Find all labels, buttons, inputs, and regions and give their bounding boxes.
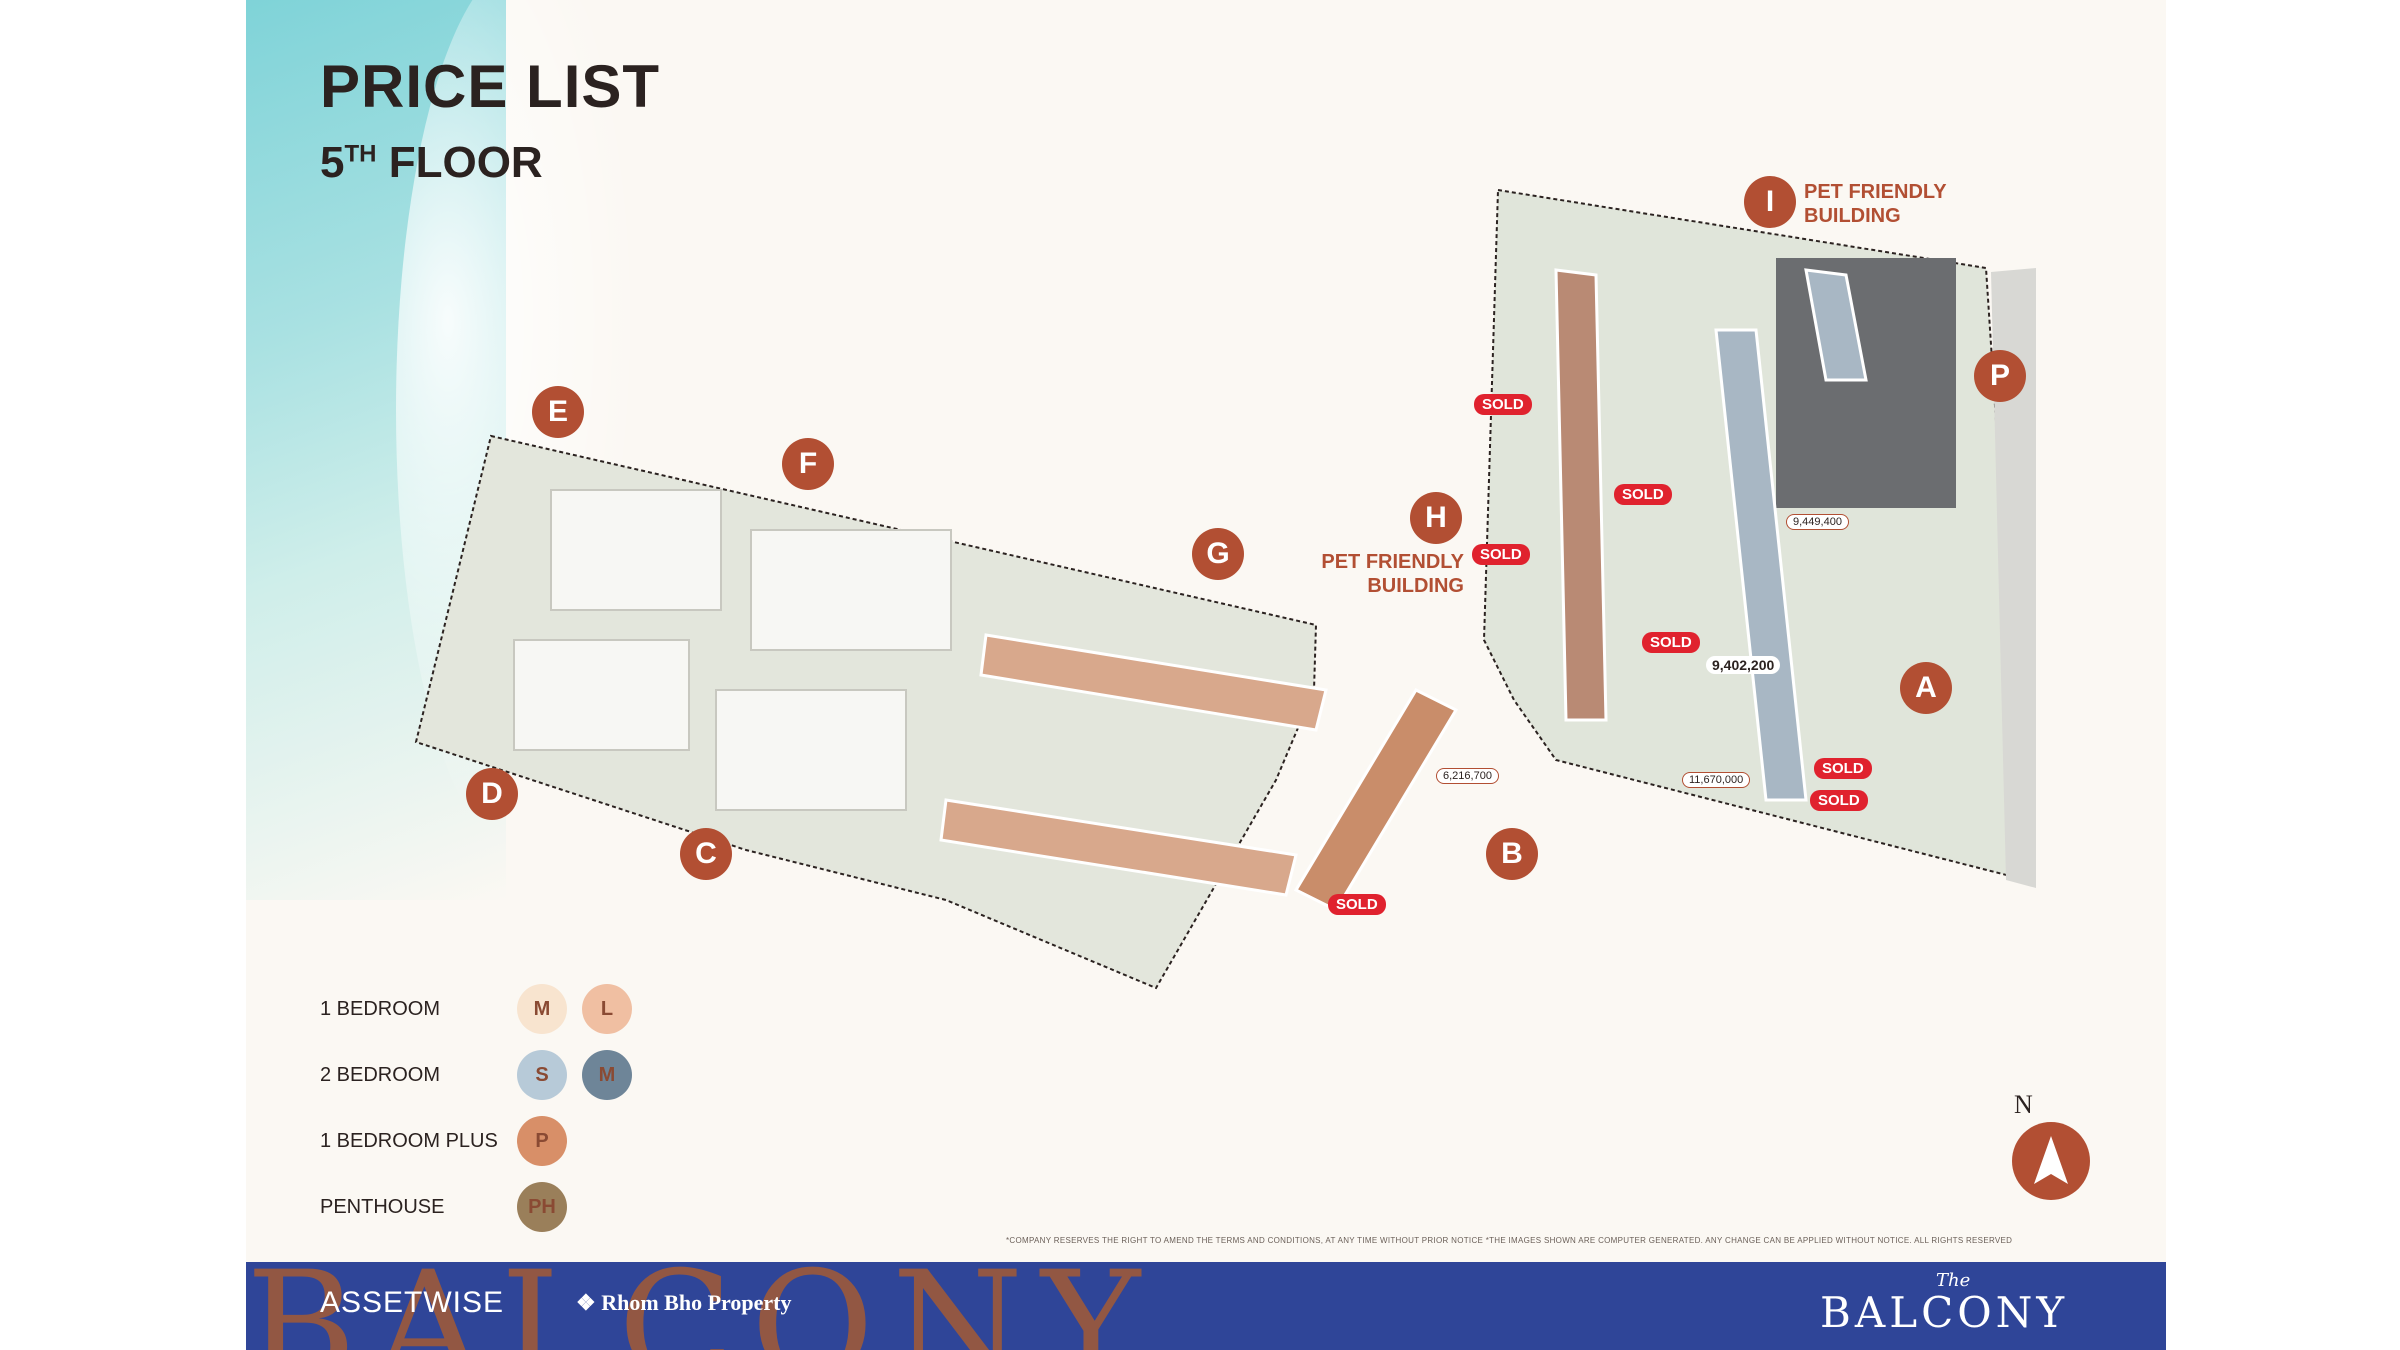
building-pin-d[interactable]: D bbox=[466, 768, 518, 820]
rhombho-diamond-icon: ❖ bbox=[576, 1290, 602, 1315]
price-tag: 9,449,400 bbox=[1786, 514, 1849, 530]
site-plan bbox=[414, 188, 2036, 990]
disclaimer-footnote: *COMPANY RESERVES THE RIGHT TO AMEND THE… bbox=[1006, 1236, 2013, 1245]
rhombho-logo: ❖ Rhom Bho Property bbox=[576, 1290, 792, 1315]
poster: PRICE LIST 5TH FLOOR bbox=[246, 0, 2166, 1350]
building-pin-e[interactable]: E bbox=[532, 386, 584, 438]
floor-title: 5TH FLOOR bbox=[320, 138, 543, 187]
brand-the: The bbox=[1936, 1270, 1971, 1291]
building-a-wing bbox=[1714, 268, 1868, 802]
building-i-label: PET FRIENDLY BUILDING bbox=[1804, 181, 1947, 227]
building-g-wings bbox=[939, 633, 1328, 897]
building-pin-c[interactable]: C bbox=[680, 828, 732, 880]
building-pin-a[interactable]: A bbox=[1900, 662, 1952, 714]
sold-tag: SOLD bbox=[1810, 790, 1868, 811]
sold-tag: SOLD bbox=[1614, 484, 1672, 505]
legend-1-bedroom: 1 BEDROOM bbox=[320, 998, 441, 1020]
building-pin-i[interactable]: I bbox=[1744, 176, 1796, 228]
price-tag: 6,216,700 bbox=[1436, 768, 1499, 784]
building-p-block bbox=[1776, 258, 1956, 508]
north-label: N bbox=[2014, 1090, 2033, 1119]
building-pin-g[interactable]: G bbox=[1192, 528, 1244, 580]
legend-chip-1bed-m: M bbox=[517, 984, 567, 1034]
building-pin-h[interactable]: H bbox=[1410, 492, 1462, 544]
legend-chip-penthouse: PH bbox=[517, 1182, 567, 1232]
building-pin-f[interactable]: F bbox=[782, 438, 834, 490]
page-title: PRICE LIST bbox=[320, 53, 661, 120]
sold-tag: SOLD bbox=[1328, 894, 1386, 915]
building-h-wing bbox=[1554, 268, 1608, 722]
unit-tags: SOLD SOLD SOLD SOLD SOLD SOLD SOLD 9,402… bbox=[246, 0, 2166, 1000]
footer-bar: BALCONY ASSETWISE ❖ Rhom Bho Property Th… bbox=[246, 1262, 2166, 1350]
sold-tag: SOLD bbox=[1642, 632, 1700, 653]
compass-arrow-icon bbox=[2012, 1122, 2090, 1200]
sold-tag: SOLD bbox=[1474, 394, 1532, 415]
road-strip bbox=[1991, 268, 2036, 888]
price-tag: 9,402,200 bbox=[1706, 656, 1781, 674]
building-pin-b[interactable]: B bbox=[1486, 828, 1538, 880]
existing-buildings bbox=[513, 489, 952, 811]
legend-chip-1bed-plus: P bbox=[517, 1116, 567, 1166]
assetwise-logo: ASSETWISE bbox=[320, 1286, 505, 1319]
legend-chip-1bed-l: L bbox=[582, 984, 632, 1034]
building-pin-p[interactable]: P bbox=[1974, 350, 2026, 402]
sold-tag: SOLD bbox=[1814, 758, 1872, 779]
legend-penthouse: PENTHOUSE bbox=[320, 1196, 445, 1218]
footer-bg-word: BALCONY bbox=[246, 1262, 1159, 1350]
legend-chip-2bed-s: S bbox=[517, 1050, 567, 1100]
legend-chip-2bed-m: M bbox=[582, 1050, 632, 1100]
price-tag: 11,670,000 bbox=[1682, 772, 1751, 788]
sold-tag: SOLD bbox=[1472, 544, 1530, 565]
legend-1-bedroom-plus: 1 BEDROOM PLUS bbox=[320, 1130, 498, 1152]
legend-2-bedroom: 2 BEDROOM bbox=[320, 1064, 441, 1086]
building-h-label: PET FRIENDLY BUILDING bbox=[1321, 551, 1464, 597]
brand-logo: BALCONY bbox=[1820, 1288, 2069, 1337]
